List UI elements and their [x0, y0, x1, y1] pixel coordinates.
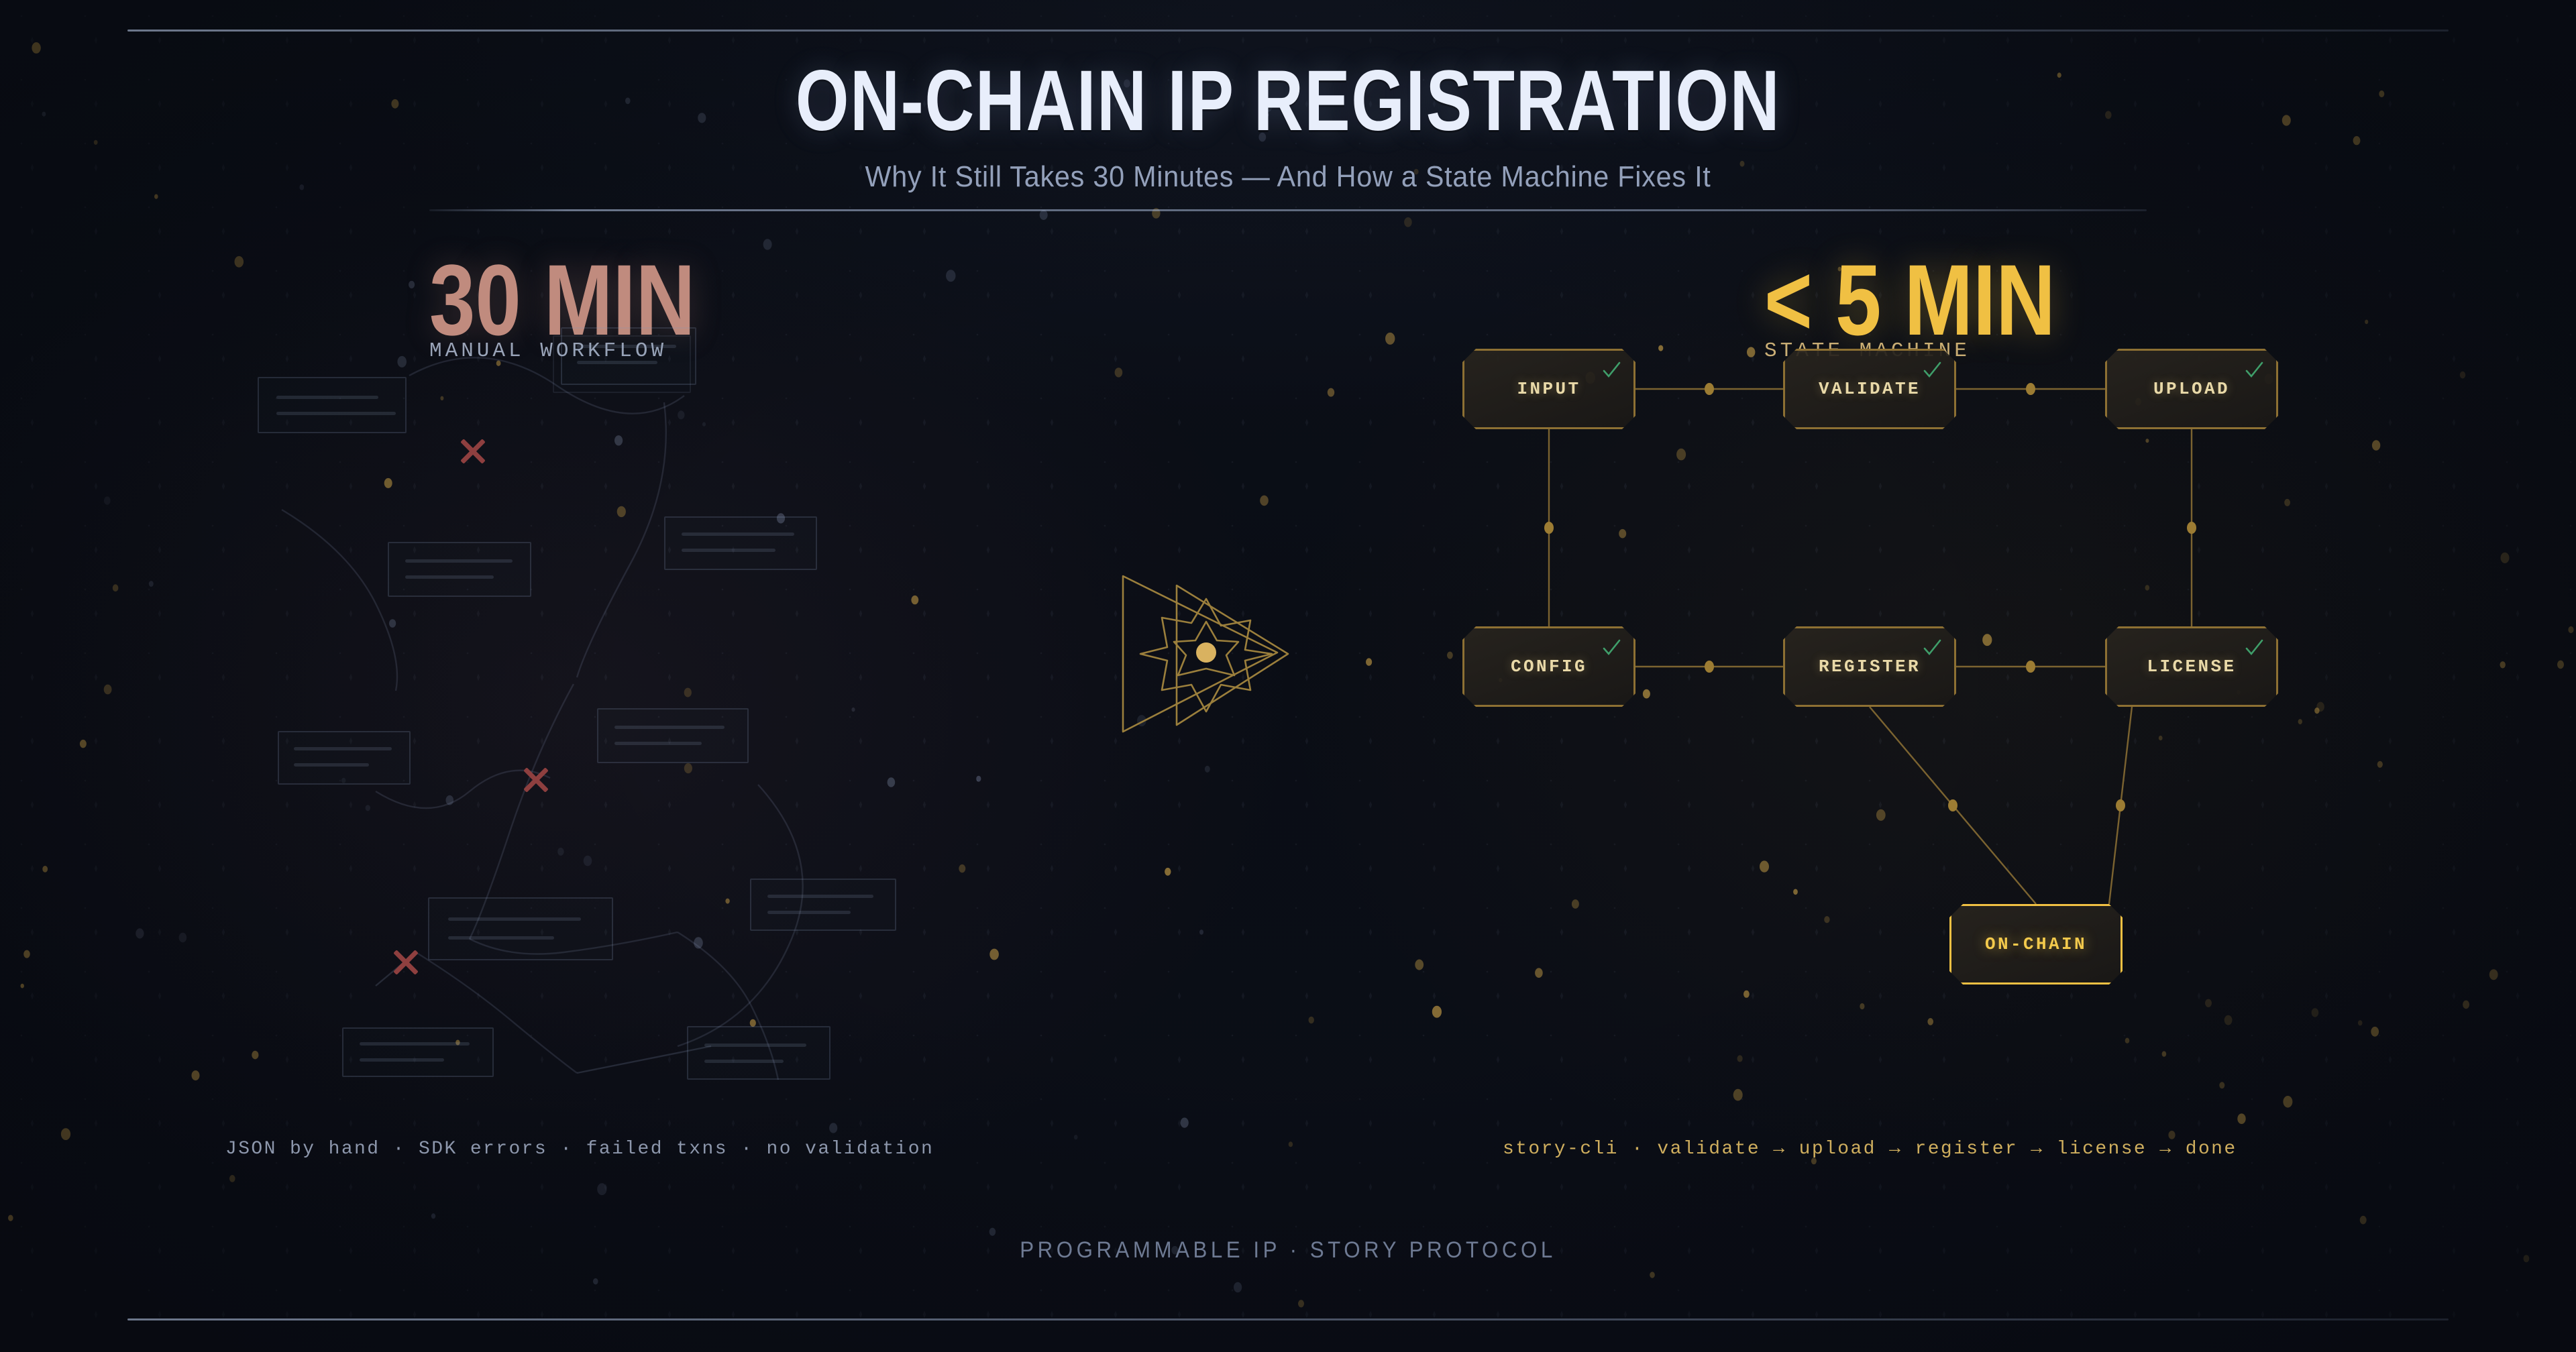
- right-metric-block: < 5 MIN STATE MACHINE: [1764, 249, 2119, 363]
- ghost-step-box: [258, 377, 407, 433]
- ghost-step-box: [597, 708, 749, 763]
- check-icon: [2244, 638, 2264, 658]
- left-metric-block: 30 MIN MANUAL WORKFLOW: [429, 249, 753, 363]
- bottom-rule: [127, 1318, 2449, 1320]
- ghost-step-box: [561, 327, 696, 385]
- ghost-step-box: [553, 335, 691, 393]
- left-metric-label: MANUAL WORKFLOW: [429, 339, 667, 363]
- error-x-icon: [390, 947, 421, 978]
- check-icon: [1922, 638, 1942, 658]
- ghost-step-box: [687, 1026, 830, 1080]
- state-node-input[interactable]: INPUT: [1462, 349, 1635, 429]
- state-node-validate[interactable]: VALIDATE: [1783, 349, 1956, 429]
- state-node-label: CONFIG: [1510, 657, 1587, 677]
- ghost-text-line: [704, 1044, 806, 1047]
- emblem-core-dot: [1196, 642, 1216, 663]
- state-node-label: VALIDATE: [1818, 379, 1921, 399]
- state-node-upload[interactable]: UPLOAD: [2105, 349, 2278, 429]
- ghost-text-line: [405, 559, 513, 563]
- state-node-onchain[interactable]: ON-CHAIN: [1949, 904, 2123, 984]
- page-subtitle: Why It Still Takes 30 Minutes — And How …: [865, 160, 1711, 194]
- ghost-text-line: [294, 763, 369, 767]
- ghost-text-line: [614, 726, 724, 729]
- ghost-step-box: [342, 1027, 494, 1077]
- top-rule: [127, 30, 2449, 32]
- ghost-text-line: [405, 575, 494, 579]
- ghost-text-line: [767, 895, 873, 898]
- state-node-label: UPLOAD: [2153, 379, 2230, 399]
- ghost-text-line: [577, 345, 676, 348]
- manual-workflow-diagram: [0, 0, 1100, 1352]
- check-icon: [1922, 360, 1942, 380]
- state-node-license[interactable]: LICENSE: [2105, 626, 2278, 707]
- check-icon: [1601, 360, 1621, 380]
- state-node-label: ON-CHAIN: [1984, 934, 2088, 954]
- check-icon: [1601, 638, 1621, 658]
- ghost-text-line: [682, 549, 775, 552]
- ghost-text-line: [360, 1058, 444, 1062]
- state-machine-diagram: INPUT VALIDATE UPLOAD CONFIG REGISTER LICENSE…: [1462, 349, 2361, 1060]
- ghost-text-line: [294, 747, 392, 750]
- state-node-label: REGISTER: [1818, 657, 1921, 677]
- state-node-label: LICENSE: [2147, 657, 2237, 677]
- ghost-text-line: [276, 412, 396, 415]
- ghost-step-box: [664, 516, 817, 570]
- state-machine-caption: story-cli · validate → upload → register…: [1503, 1139, 2237, 1160]
- ghost-text-line: [448, 917, 581, 921]
- ghost-text-line: [767, 911, 851, 914]
- error-x-icon: [521, 765, 551, 795]
- check-icon: [2244, 360, 2264, 380]
- error-x-icon: [458, 436, 488, 467]
- header: ON-CHAIN IP REGISTRATION Why It Still Ta…: [0, 56, 2576, 194]
- manual-workflow-connectors: [281, 357, 804, 1080]
- ghost-text-line: [704, 1060, 784, 1063]
- state-node-label: INPUT: [1517, 379, 1581, 399]
- right-metric-value: < 5 MIN: [1764, 243, 2056, 356]
- ghost-text-line: [276, 396, 378, 399]
- ghost-step-box: [278, 731, 411, 785]
- ghost-text-line: [682, 532, 794, 536]
- left-metric-value: 30 MIN: [429, 243, 696, 356]
- state-node-register[interactable]: REGISTER: [1783, 626, 1956, 707]
- ghost-text-line: [614, 742, 702, 745]
- ghost-text-line: [448, 936, 554, 940]
- ghost-step-box: [428, 897, 613, 960]
- state-machine-edges: [1544, 383, 2196, 905]
- manual-workflow-caption: JSON by hand · SDK errors · failed txns …: [225, 1139, 934, 1160]
- ghost-text-line: [360, 1042, 470, 1046]
- page-title: ON-CHAIN IP REGISTRATION: [795, 53, 1781, 149]
- ghost-step-box: [750, 879, 896, 931]
- ghost-step-box: [388, 542, 531, 597]
- header-divider: [429, 209, 2147, 211]
- ghost-text-line: [577, 361, 657, 364]
- footer-tagline: PROGRAMMABLE IP · STORY PROTOCOL: [1020, 1237, 1556, 1263]
- center-emblem: [1119, 567, 1293, 741]
- state-node-config[interactable]: CONFIG: [1462, 626, 1635, 707]
- play-triangle-star-icon: [1122, 575, 1289, 733]
